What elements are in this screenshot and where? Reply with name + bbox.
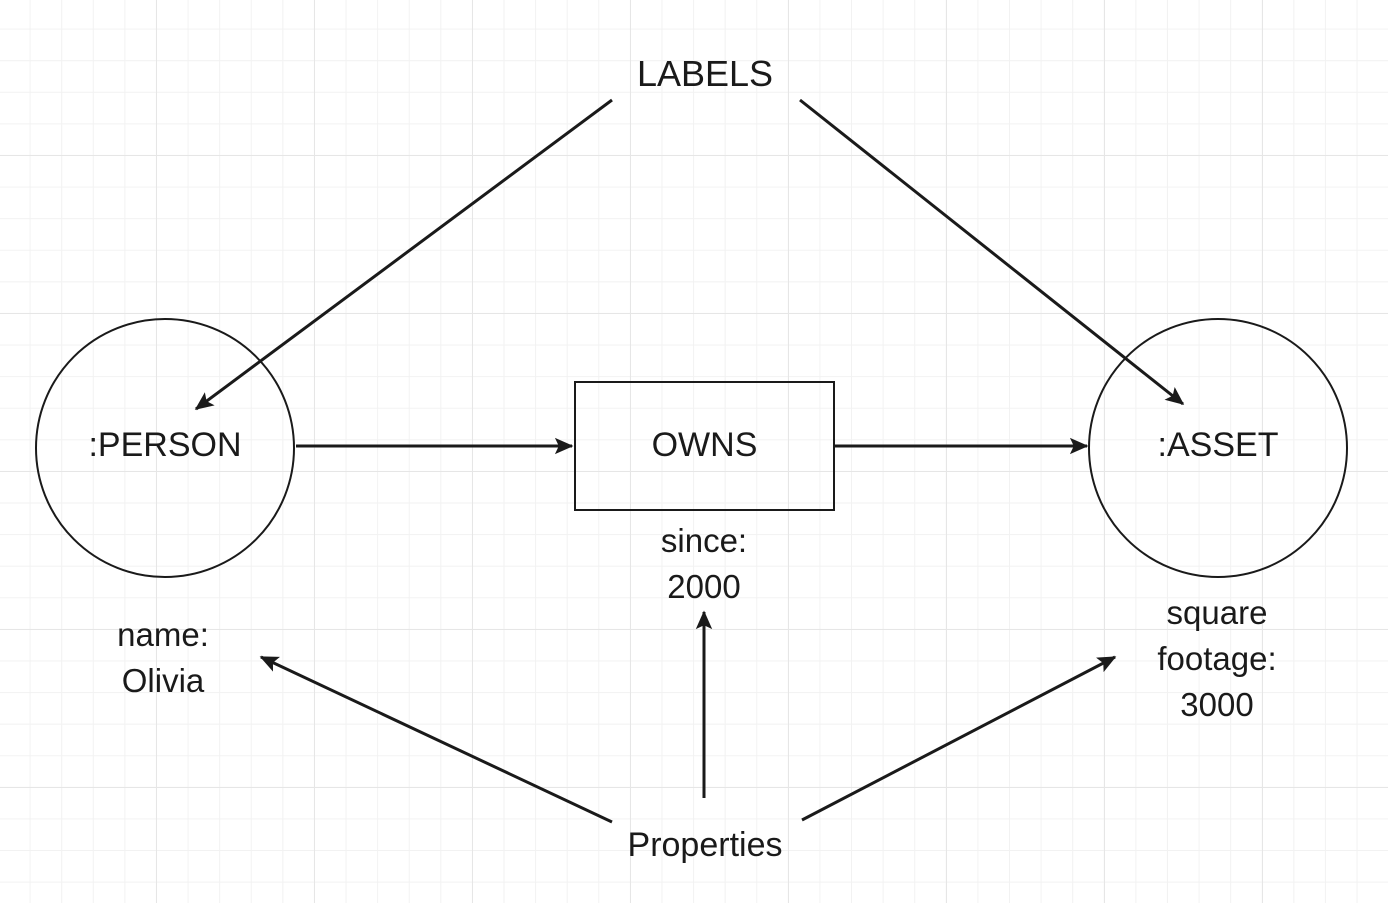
node-owns[interactable] xyxy=(574,381,835,511)
edge-labels-person xyxy=(194,98,613,411)
property-person-line2: Olivia xyxy=(121,662,205,699)
edge-labels-asset xyxy=(799,98,1185,406)
node-owns-label: OWNS xyxy=(651,426,758,464)
property-asset-line2: footage: xyxy=(1157,640,1277,677)
property-asset-line1: square xyxy=(1166,594,1268,631)
property-asset: square footage: 3000 xyxy=(1097,590,1337,728)
callout-properties: Properties xyxy=(627,826,783,864)
node-person-label: :PERSON xyxy=(88,426,242,464)
node-person[interactable] xyxy=(35,318,295,578)
callout-labels: LABELS xyxy=(636,53,774,94)
property-person: name: Olivia xyxy=(43,612,283,704)
node-asset-label: :ASSET xyxy=(1157,426,1279,464)
property-person-line1: name: xyxy=(117,616,209,653)
edge-properties-person-props xyxy=(259,655,613,824)
property-asset-line3: 3000 xyxy=(1180,686,1254,723)
property-relationship: since: 2000 xyxy=(584,518,824,610)
edge-properties-asset-props xyxy=(801,655,1117,822)
property-relationship-line1: since: xyxy=(660,522,748,559)
property-relationship-line2: 2000 xyxy=(667,568,741,605)
node-asset[interactable] xyxy=(1088,318,1348,578)
